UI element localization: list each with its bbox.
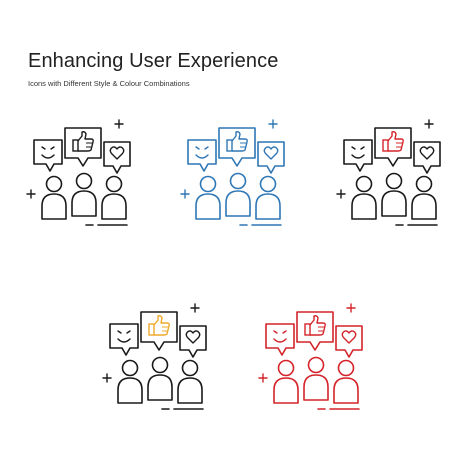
heart-bubble-icon	[103, 141, 131, 174]
plus-icon	[258, 303, 356, 383]
user-experience-icon-black-red	[336, 112, 448, 237]
heart-bubble-icon	[257, 141, 285, 174]
page-subtitle: Icons with Different Style & Colour Comb…	[28, 79, 190, 88]
users-group-icon	[195, 172, 281, 220]
thumbs-up-bubble-icon	[374, 127, 412, 167]
user-experience-icon-red	[258, 296, 370, 421]
user-experience-icon-black	[26, 112, 138, 237]
thumbs-up-bubble-icon	[218, 127, 256, 167]
user-experience-icon-black-orange	[102, 296, 214, 421]
thumbs-up-bubble-icon	[140, 311, 178, 351]
smile-bubble-icon	[265, 323, 295, 356]
heart-bubble-icon	[179, 325, 207, 358]
smile-bubble-icon	[187, 139, 217, 172]
plus-icon	[26, 119, 124, 199]
users-group-icon	[351, 172, 437, 220]
users-group-icon	[41, 172, 127, 220]
plus-icon	[102, 303, 200, 383]
page-title: Enhancing User Experience	[28, 50, 279, 72]
users-group-icon	[117, 356, 203, 404]
smile-bubble-icon	[343, 139, 373, 172]
plus-icon	[180, 119, 278, 199]
thumbs-up-bubble-icon	[296, 311, 334, 351]
smile-bubble-icon	[33, 139, 63, 172]
heart-bubble-icon	[335, 325, 363, 358]
heart-bubble-icon	[413, 141, 441, 174]
plus-icon	[336, 119, 434, 199]
thumbs-up-bubble-icon	[64, 127, 102, 167]
user-experience-icon-blue	[180, 112, 292, 237]
users-group-icon	[273, 356, 359, 404]
smile-bubble-icon	[109, 323, 139, 356]
